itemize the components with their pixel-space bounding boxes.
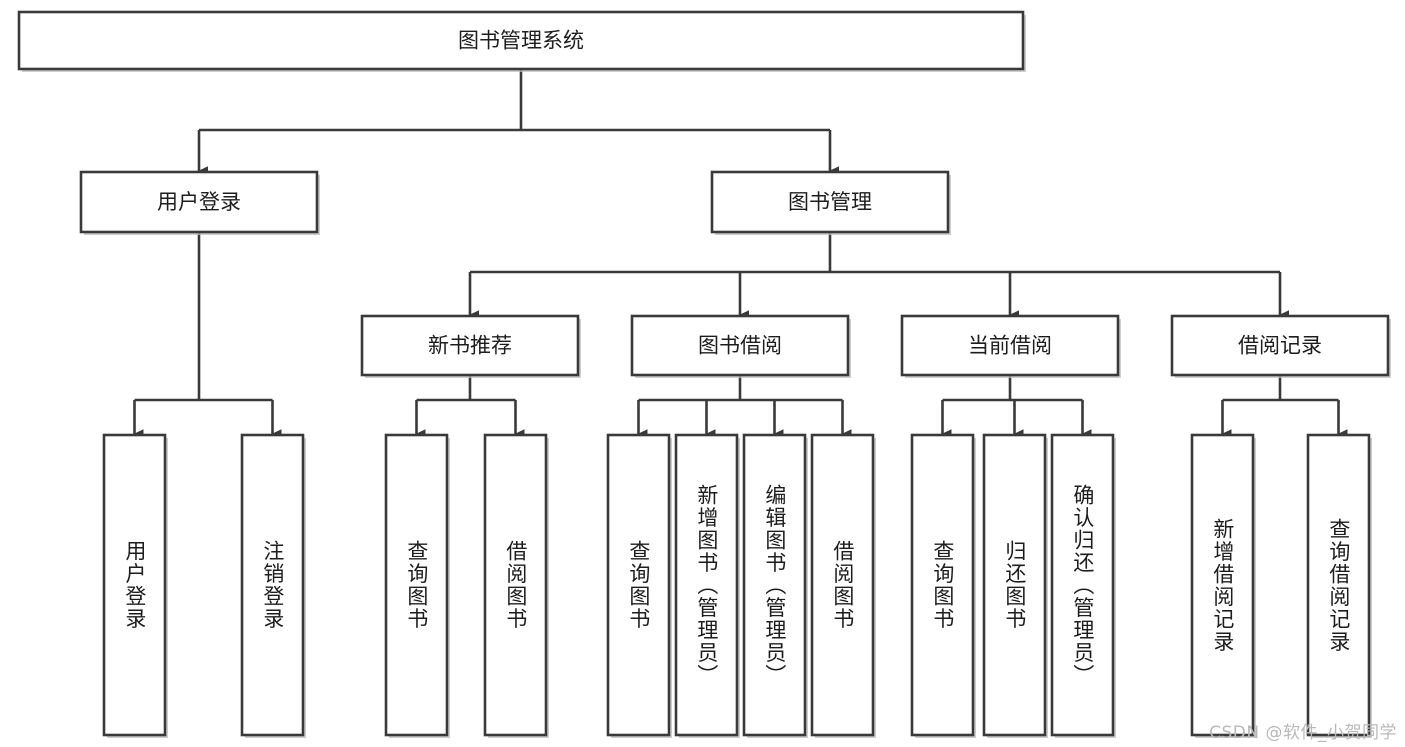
node-label: 图书借阅 (698, 334, 782, 358)
node-leaf-borrow-borrow-book[interactable] (810, 433, 876, 738)
node-leaf-borrow-add-book[interactable] (674, 433, 740, 738)
node-borrow-record[interactable]: 借阅记录 (1170, 314, 1391, 378)
node-user-login[interactable]: 用户登录 (79, 170, 320, 235)
node-new-book-rec[interactable]: 新书推荐 (360, 314, 581, 378)
node-book-borrow[interactable]: 图书借阅 (630, 314, 851, 378)
connector-group-new-book-rec (415, 375, 525, 439)
connector-group-borrow-record (1221, 375, 1348, 439)
edges-layer (133, 69, 1348, 439)
watermark: CSDN @软件_小贺同学 (1209, 723, 1397, 743)
node-current-borrow[interactable]: 当前借阅 (900, 314, 1121, 378)
node-leaf-user-logout[interactable] (240, 433, 306, 738)
node-leaf-current-return-book[interactable] (982, 433, 1048, 738)
node-label: 图书管理 (788, 190, 872, 214)
connector-group-book-borrow (637, 375, 852, 439)
node-leaf-current-confirm-return[interactable] (1050, 433, 1116, 738)
connector-group-book-manage (468, 232, 1290, 320)
node-label: 借阅记录 (1238, 334, 1322, 358)
node-leaf-user-login[interactable] (102, 433, 168, 738)
node-leaf-record-add[interactable] (1190, 433, 1256, 738)
node-leaf-record-query[interactable] (1306, 433, 1372, 738)
connector-group-root (197, 69, 840, 176)
node-label: 当前借阅 (968, 334, 1052, 358)
node-book-manage[interactable]: 图书管理 (710, 170, 951, 235)
connector-group-user-login (133, 232, 282, 439)
node-label: 用户登录 (157, 190, 241, 214)
node-label: 新书推荐 (428, 334, 512, 358)
node-label: 图书管理系统 (458, 29, 584, 53)
connector-group-current-borrow (941, 375, 1092, 439)
node-leaf-current-query-book[interactable] (910, 433, 976, 738)
node-leaf-borrow-query-book[interactable] (606, 433, 672, 738)
node-leaf-rec-query-book[interactable] (384, 433, 450, 738)
node-root[interactable]: 图书管理系统 (17, 10, 1026, 72)
node-leaf-borrow-edit-book[interactable] (742, 433, 808, 738)
node-leaf-rec-borrow-book[interactable] (483, 433, 549, 738)
